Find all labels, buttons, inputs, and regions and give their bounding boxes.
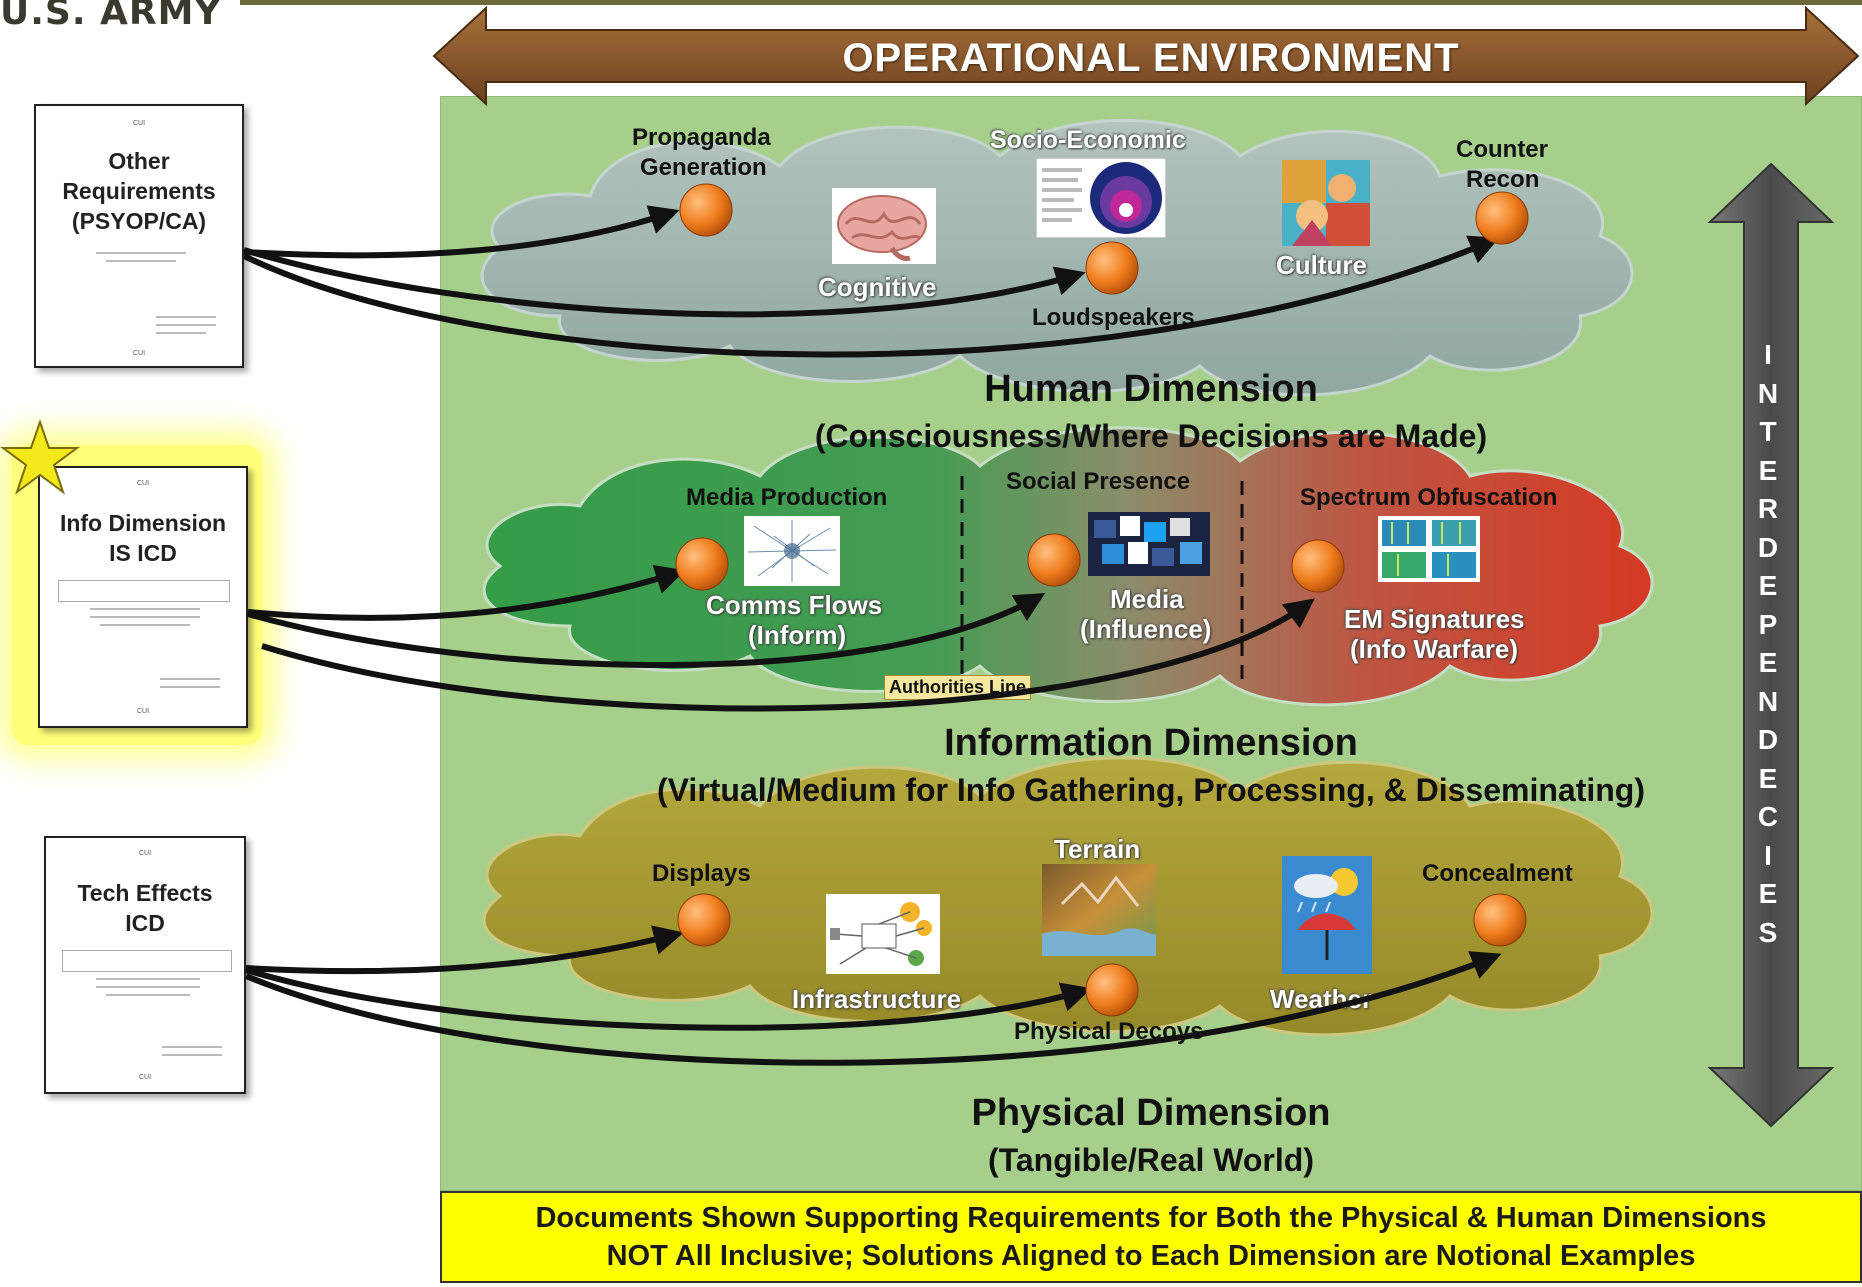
media-label-2: (Influence) <box>1080 614 1212 644</box>
interdependencies-letter: E <box>1758 762 1778 794</box>
propaganda-label-1: Propaganda <box>632 124 771 151</box>
disclaimer-line-2: NOT All Inclusive; Solutions Aligned to … <box>606 1240 1696 1272</box>
operational-environment-arrow <box>432 5 1860 107</box>
interdependencies-letter: S <box>1758 916 1778 948</box>
socio-economic-label: Socio-Economic <box>990 126 1186 154</box>
terrain-label: Terrain <box>1054 834 1141 864</box>
interdependencies-letter: R <box>1757 493 1779 524</box>
em-signatures-label-2: (Info Warfare) <box>1350 634 1519 664</box>
connector-decoys <box>245 967 1092 1031</box>
interdependencies-arrow <box>1707 162 1835 1128</box>
displays-label: Displays <box>652 860 751 887</box>
interdependencies-letter: C <box>1757 801 1779 832</box>
loudspeakers-node <box>1085 241 1139 295</box>
media-production-label: Media Production <box>686 484 888 511</box>
interdependencies-letter: D <box>1757 531 1779 563</box>
physical-dimension-title: Physical Dimension <box>971 1092 1331 1134</box>
document-title-line-2: IS ICD <box>109 540 177 566</box>
document-tech-effects-icd[interactable]: CUI Tech Effects ICD CUI <box>44 836 246 1094</box>
army-brand: U.S. ARMY <box>0 0 222 33</box>
interdependencies-letter: E <box>1758 647 1778 678</box>
interdependencies-letter: N <box>1757 685 1779 717</box>
em-signatures-label-1: EM Signatures <box>1344 604 1525 634</box>
infrastructure-image <box>826 894 940 974</box>
star-icon <box>0 420 80 495</box>
document-title-line-1: Tech Effects <box>77 880 213 906</box>
em-signatures-image <box>1378 516 1480 582</box>
operational-environment-label: OPERATIONAL ENVIRONMENT <box>842 36 1460 80</box>
document-title-line-1: Other <box>108 148 170 174</box>
interdependencies-letter: D <box>1757 724 1779 755</box>
comms-flows-label-1: Comms Flows <box>706 590 883 620</box>
brain-image <box>832 188 936 264</box>
weather-image <box>1282 856 1372 974</box>
comms-flows-label-2: (Inform) <box>748 620 847 650</box>
header-bar <box>240 0 1862 5</box>
connector-counter-recon <box>242 235 1500 358</box>
cognitive-label: Cognitive <box>818 272 937 302</box>
disclaimer-line-1: Documents Shown Supporting Requirements … <box>535 1202 1767 1234</box>
infrastructure-label: Infrastructure <box>792 984 962 1014</box>
concealment-node <box>1473 893 1527 947</box>
disclaimer-note: Documents Shown Supporting Requirements … <box>440 1191 1862 1283</box>
interdependencies-letter: E <box>1758 454 1778 486</box>
interdependencies-letter: P <box>1758 608 1778 640</box>
culture-image <box>1282 160 1370 246</box>
culture-label: Culture <box>1276 250 1367 280</box>
interdependencies-letter: E <box>1758 570 1778 601</box>
document-title-line-3: (PSYOP/CA) <box>71 208 207 234</box>
spectrum-obfuscation-label: Spectrum Obfuscation <box>1300 484 1558 511</box>
socio-economic-image <box>1036 158 1166 238</box>
counter-recon-label-2: Recon <box>1466 166 1540 193</box>
concealment-label: Concealment <box>1422 860 1573 887</box>
comms-node <box>675 537 729 591</box>
information-dimension-subtitle: (Virtual/Medium for Info Gathering, Proc… <box>657 772 1645 808</box>
connector-propaganda <box>243 205 680 259</box>
connector-loudspeakers <box>243 247 1086 318</box>
counter-recon-node <box>1475 191 1529 245</box>
connector-media <box>247 592 1046 669</box>
social-presence-label: Social Presence <box>1006 468 1191 495</box>
counter-recon-label-1: Counter <box>1456 136 1548 163</box>
authorities-line-label: Authorities Line <box>884 675 1032 700</box>
human-dimension-title: Human Dimension <box>984 368 1318 410</box>
decoys-node <box>1085 963 1139 1017</box>
propaganda-node <box>679 183 733 237</box>
em-node <box>1291 539 1345 593</box>
interdependencies-letter: E <box>1758 878 1778 909</box>
physical-dimension-subtitle: (Tangible/Real World) <box>988 1142 1314 1178</box>
document-title-line-2: ICD <box>125 910 165 936</box>
interdependencies-letter: I <box>1764 839 1772 871</box>
interdependencies-letter: T <box>1759 416 1777 447</box>
information-dimension-title: Information Dimension <box>944 722 1358 764</box>
terrain-image <box>1042 864 1156 956</box>
document-other-requirements[interactable]: CUI Other Requirements (PSYOP/CA) CUI <box>34 104 244 368</box>
document-info-dimension-icd[interactable]: CUI Info Dimension IS ICD CUI <box>38 466 248 728</box>
document-title-line-1: Info Dimension <box>59 510 227 536</box>
media-label-1: Media <box>1110 584 1184 614</box>
connector-comms <box>247 564 686 621</box>
connector-displays <box>245 925 684 975</box>
connector-concealment <box>244 951 1502 1066</box>
interdependencies-letter: N <box>1757 377 1779 409</box>
media-node <box>1027 533 1081 587</box>
interdependencies-letter: I <box>1764 339 1772 370</box>
propaganda-label-2: Generation <box>640 154 767 181</box>
connector-em <box>261 598 1315 712</box>
human-dimension-subtitle: (Consciousness/Where Decisions are Made) <box>814 418 1488 454</box>
comms-flows-image <box>744 516 840 586</box>
displays-node <box>677 893 731 947</box>
document-title-line-2: Requirements <box>62 178 216 204</box>
media-icons-image <box>1088 512 1210 576</box>
